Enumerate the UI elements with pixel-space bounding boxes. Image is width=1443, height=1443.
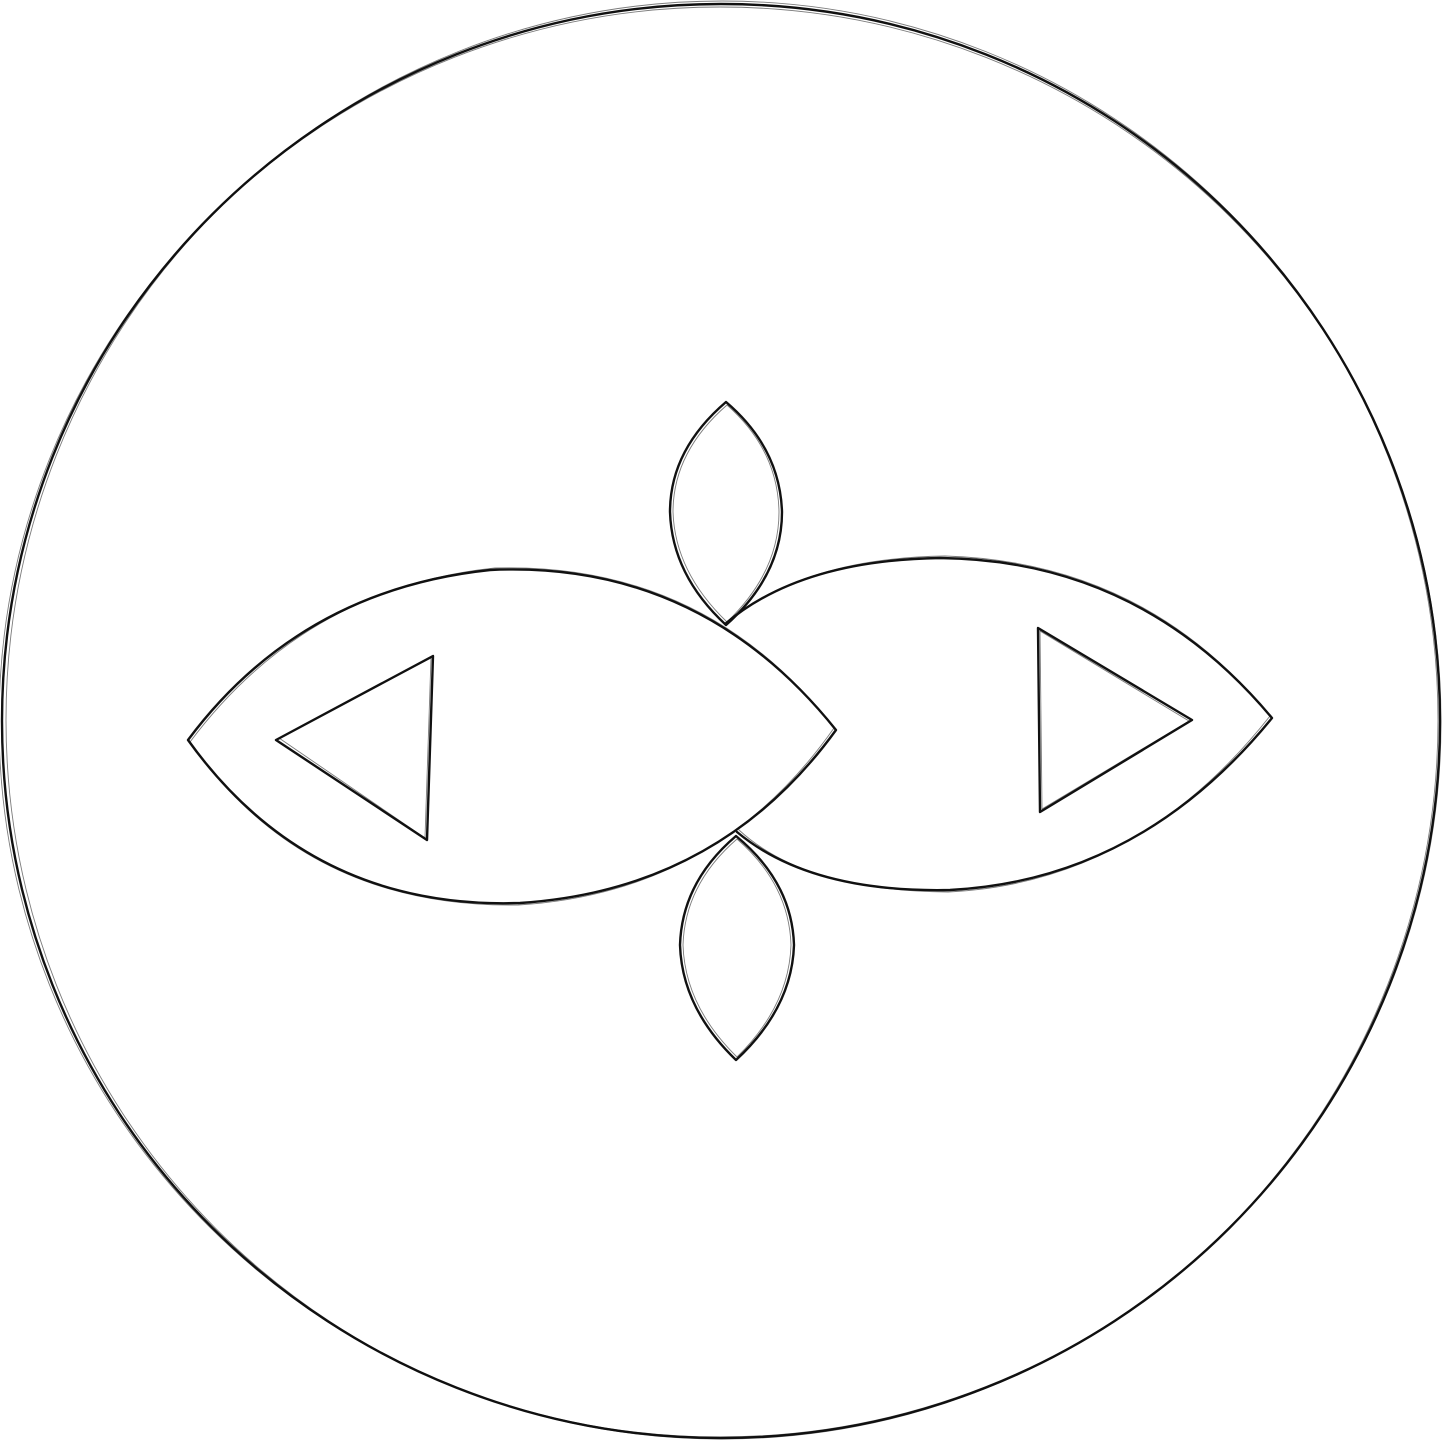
bottom-leaf	[678, 834, 796, 1062]
top-leaf	[668, 400, 784, 627]
left-fish-eye-triangle	[274, 654, 435, 842]
left-fish-body	[186, 567, 838, 906]
right-fish-body	[723, 555, 1274, 893]
right-fish-eye-triangle	[1036, 626, 1194, 814]
